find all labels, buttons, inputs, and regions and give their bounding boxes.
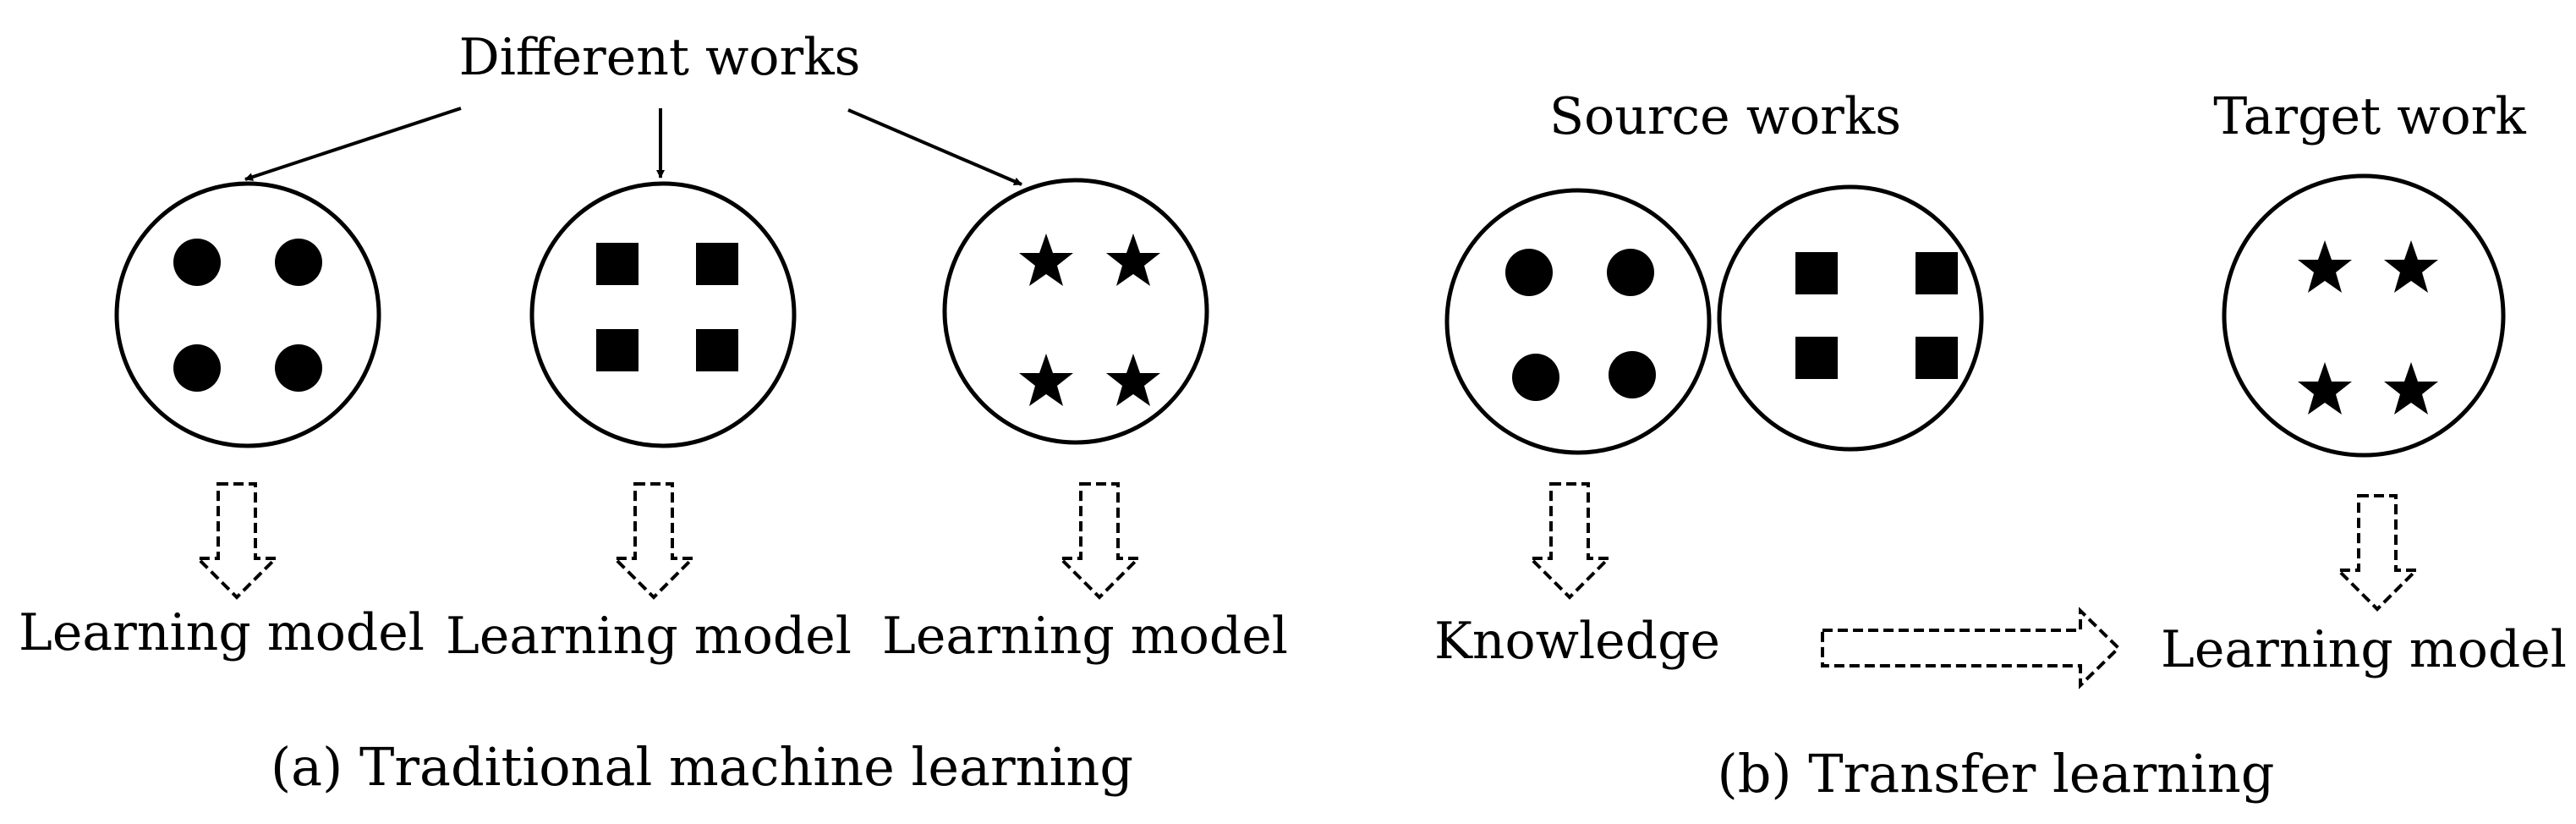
star-icon — [1019, 354, 1073, 406]
learning-model-label-2: Learning model — [446, 607, 852, 666]
dashed-arrow-down-icon — [1059, 482, 1140, 599]
dot-icon — [275, 239, 322, 286]
square-icon — [1916, 337, 1958, 379]
square-icon — [1795, 337, 1838, 379]
square-icon — [1795, 252, 1838, 294]
dashed-arrow-down-icon — [196, 482, 277, 599]
dot-icon — [1609, 351, 1656, 398]
different-works-label: Different works — [459, 28, 861, 87]
learning-model-label-1: Learning model — [19, 603, 425, 662]
square-icon — [696, 243, 738, 285]
task-circle-stars — [942, 178, 1209, 445]
star-icon — [2384, 240, 2438, 293]
source-works-label: Source works — [1549, 87, 1901, 146]
star-icon — [2384, 362, 2438, 415]
dot-icon — [173, 344, 221, 392]
dashed-arrow-down-icon — [613, 482, 694, 599]
caption-traditional: (a) Traditional machine learning — [271, 736, 1133, 798]
dot-icon — [173, 239, 221, 286]
source-circle-squares — [1717, 184, 1984, 452]
star-icon — [2298, 240, 2352, 293]
target-circle-stars — [2222, 173, 2506, 458]
star-icon — [1106, 233, 1160, 286]
dot-icon — [275, 344, 322, 392]
target-work-label: Target work — [2213, 87, 2526, 146]
star-icon — [1106, 354, 1160, 406]
arrow-to-task-3 — [847, 108, 1022, 186]
target-learning-model-label: Learning model — [2161, 620, 2567, 679]
star-icon — [2298, 362, 2352, 415]
square-icon — [596, 329, 639, 371]
task-circle-dots — [114, 181, 381, 448]
square-icon — [696, 329, 738, 371]
knowledge-label: Knowledge — [1434, 612, 1720, 671]
square-icon — [1916, 252, 1958, 294]
dot-icon — [1505, 249, 1553, 296]
caption-transfer: (b) Transfer learning — [1718, 743, 2275, 805]
square-icon — [596, 243, 639, 285]
arrow-to-task-1 — [244, 107, 462, 181]
dot-icon — [1607, 249, 1654, 296]
learning-model-label-3: Learning model — [882, 607, 1288, 666]
source-circle-dots — [1444, 188, 1712, 455]
star-icon — [1019, 233, 1073, 286]
dot-icon — [1512, 354, 1559, 401]
task-circle-squares — [529, 181, 797, 448]
dashed-arrow-down-icon — [2337, 494, 2418, 611]
dashed-arrow-right-icon — [1821, 607, 2121, 689]
dashed-arrow-down-icon — [1529, 482, 1610, 599]
